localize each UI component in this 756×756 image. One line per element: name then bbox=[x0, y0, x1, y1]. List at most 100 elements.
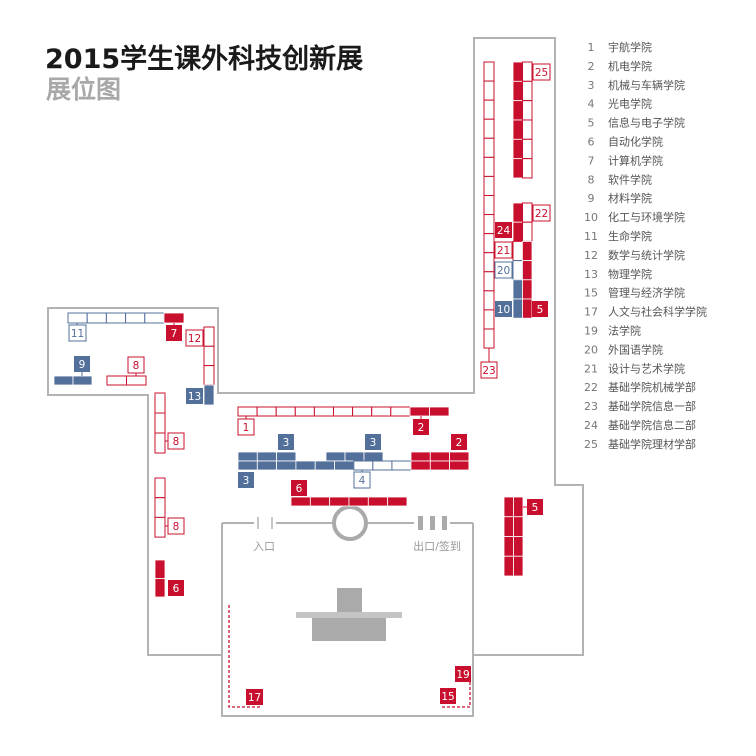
booth-cell bbox=[344, 451, 365, 462]
booth-label-3: 3 bbox=[365, 434, 381, 450]
booth-cell bbox=[313, 406, 334, 417]
booth-label-number: 9 bbox=[79, 359, 86, 371]
booth-label-1: 1 bbox=[237, 418, 255, 436]
booth-cell bbox=[512, 100, 523, 121]
legend-name: 管理与经济学院 bbox=[608, 286, 685, 300]
podium-base bbox=[312, 618, 386, 641]
booth-cell bbox=[483, 214, 495, 235]
legend-name: 软件学院 bbox=[608, 172, 652, 186]
booth-cell bbox=[314, 460, 335, 471]
booth-cell bbox=[512, 61, 523, 82]
legend-number: 10 bbox=[584, 211, 598, 224]
booth-label-6: 6 bbox=[291, 480, 307, 496]
legend-name: 计算机学院 bbox=[608, 153, 663, 167]
booth-cell bbox=[329, 496, 350, 507]
booth-label-number: 6 bbox=[296, 483, 303, 495]
legend-number: 15 bbox=[584, 287, 598, 300]
booth-label-2: 2 bbox=[451, 434, 467, 450]
booth-label-number: 25 bbox=[535, 67, 548, 79]
booth-cell bbox=[154, 477, 166, 499]
exit-gate-bar bbox=[442, 516, 447, 530]
legend-name: 物理学院 bbox=[608, 267, 652, 281]
booth-cell bbox=[203, 326, 215, 347]
booth-cell bbox=[512, 279, 523, 300]
booth-cell bbox=[334, 460, 355, 471]
booth-label-number: 3 bbox=[283, 437, 290, 449]
booth-cell bbox=[429, 451, 450, 462]
booth-cell bbox=[154, 516, 166, 538]
stage-side-booths bbox=[228, 605, 471, 708]
legend-name: 机械与车辆学院 bbox=[608, 78, 685, 92]
booth-cell bbox=[203, 345, 215, 367]
booth-cell bbox=[522, 61, 533, 82]
booth-label-10: 10 bbox=[495, 301, 512, 317]
booth-cell bbox=[449, 451, 470, 462]
booth-cell bbox=[483, 61, 495, 82]
booth-label-box bbox=[495, 301, 512, 317]
booth-cell bbox=[512, 138, 523, 160]
booth-cell bbox=[237, 406, 258, 417]
booth-cell bbox=[522, 240, 533, 261]
booth-label-box bbox=[413, 419, 429, 435]
booth-cell bbox=[325, 451, 346, 462]
booth-cell bbox=[154, 432, 166, 454]
booth-label-number: 17 bbox=[248, 692, 261, 704]
booth-cell bbox=[126, 375, 147, 386]
legend-item: 15 管理与经济学院 bbox=[584, 286, 685, 300]
booth-cell bbox=[503, 555, 514, 577]
legend-name: 外国语学院 bbox=[608, 342, 663, 356]
booth-cell bbox=[106, 375, 127, 386]
booth-label-box bbox=[291, 480, 307, 496]
booth-cell bbox=[512, 240, 523, 262]
booth-cell bbox=[429, 460, 450, 471]
booth-cell bbox=[387, 496, 408, 507]
booth-cell bbox=[512, 298, 523, 319]
booth-cell bbox=[483, 233, 495, 254]
booth-cells bbox=[53, 61, 533, 598]
hall-outline bbox=[47, 37, 584, 717]
legend-number: 2 bbox=[588, 60, 595, 73]
booth-cell bbox=[105, 312, 127, 324]
booth-label-box bbox=[353, 471, 371, 489]
booth-cell bbox=[410, 460, 431, 471]
stage-podium bbox=[296, 588, 402, 641]
booth-label-20: 20 bbox=[494, 261, 513, 279]
booth-cell bbox=[333, 406, 354, 417]
booth-label-number: 8 bbox=[173, 521, 180, 533]
booth-label-number: 10 bbox=[497, 304, 510, 316]
booth-cell bbox=[256, 406, 277, 417]
booth-label-number: 22 bbox=[535, 208, 548, 220]
booth-label-box bbox=[166, 325, 182, 341]
legend-name: 基础学院信息二部 bbox=[608, 418, 696, 432]
booth-label-5: 5 bbox=[532, 301, 548, 317]
booth-label-number: 8 bbox=[173, 436, 180, 448]
booth-cell bbox=[483, 175, 495, 196]
booth-cell bbox=[522, 100, 533, 121]
legend-name: 人文与社会科学学院 bbox=[608, 305, 707, 319]
booth-label-24: 24 bbox=[495, 222, 512, 238]
legend-name: 基础学院理材学部 bbox=[608, 437, 696, 451]
legend-number: 13 bbox=[584, 268, 598, 281]
booth-15-19-area bbox=[440, 672, 471, 708]
legend-name: 信息与电子学院 bbox=[608, 116, 685, 130]
booth-cell bbox=[512, 221, 523, 242]
booth-cell bbox=[125, 312, 146, 324]
booth-cell bbox=[348, 496, 369, 507]
booth-label-number: 2 bbox=[418, 422, 425, 434]
legend-number: 6 bbox=[588, 136, 595, 149]
exit-label: 出口/签到 bbox=[413, 539, 461, 553]
legend-name: 设计与艺术学院 bbox=[608, 361, 685, 375]
booth-label-6: 6 bbox=[168, 580, 184, 596]
booth-cell bbox=[512, 158, 523, 179]
booth-label-box bbox=[74, 356, 90, 372]
booth-label-box bbox=[494, 261, 513, 279]
booth-cell bbox=[353, 460, 374, 471]
